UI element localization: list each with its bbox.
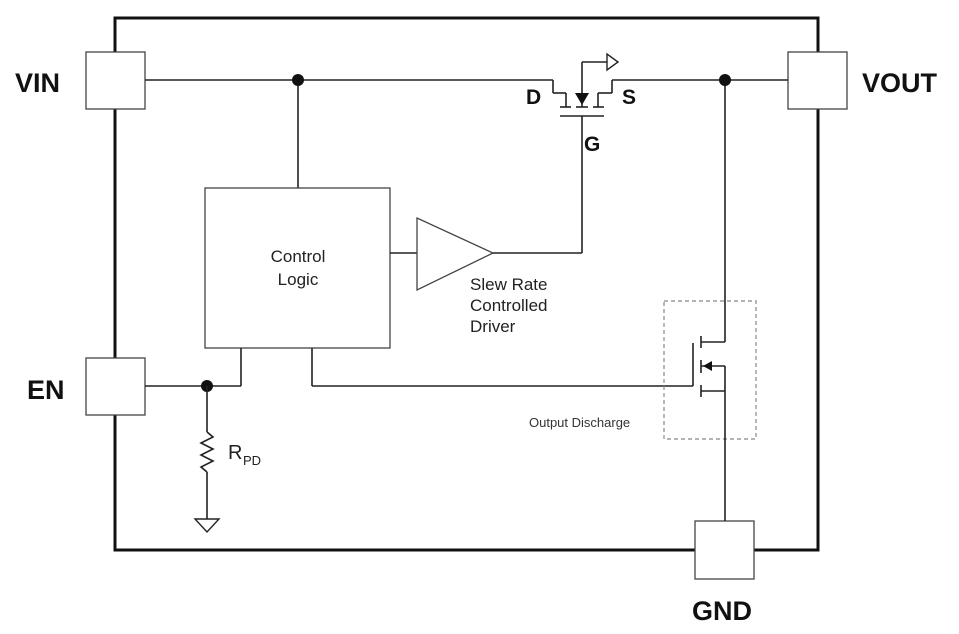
gate-label: G — [584, 133, 600, 156]
vin-label: VIN — [15, 68, 60, 98]
driver-triangle — [416, 216, 495, 292]
source-label: S — [622, 86, 636, 109]
pass-fet — [553, 52, 620, 253]
discharge-arrow-icon — [703, 361, 712, 371]
en-net — [145, 348, 242, 534]
discharge-fet — [692, 330, 726, 521]
driver-label-line2: Controlled — [470, 296, 548, 315]
vout-label: VOUT — [862, 68, 938, 98]
output-discharge-box — [663, 300, 757, 440]
output-discharge-label: Output Discharge — [529, 415, 630, 430]
vin-net — [145, 74, 554, 188]
driver-label-line1: Slew Rate — [470, 275, 547, 294]
vout-pin-box — [787, 51, 848, 110]
en-label: EN — [27, 375, 65, 405]
control-logic-block — [204, 187, 391, 349]
control-logic-label-line2: Logic — [278, 270, 319, 289]
chip-outline — [113, 16, 820, 552]
gnd-pin-box — [694, 520, 755, 580]
body-diode-arrow-icon — [575, 93, 589, 105]
vout-net — [611, 74, 788, 330]
drain-label: D — [526, 86, 541, 109]
gnd-label: GND — [692, 596, 752, 626]
resistor-label: R — [228, 442, 242, 464]
control-logic-label-line1: Control — [271, 247, 326, 266]
driver-label-line3: Driver — [470, 317, 516, 336]
resistor-subscript: PD — [243, 453, 261, 468]
ground-reference-icon — [606, 52, 620, 72]
ground-symbol-icon — [193, 518, 221, 534]
pulldown-resistor — [199, 431, 215, 473]
vin-pin-box — [85, 51, 146, 110]
en-pin-box — [85, 357, 146, 416]
slew-rate-driver — [390, 216, 582, 292]
